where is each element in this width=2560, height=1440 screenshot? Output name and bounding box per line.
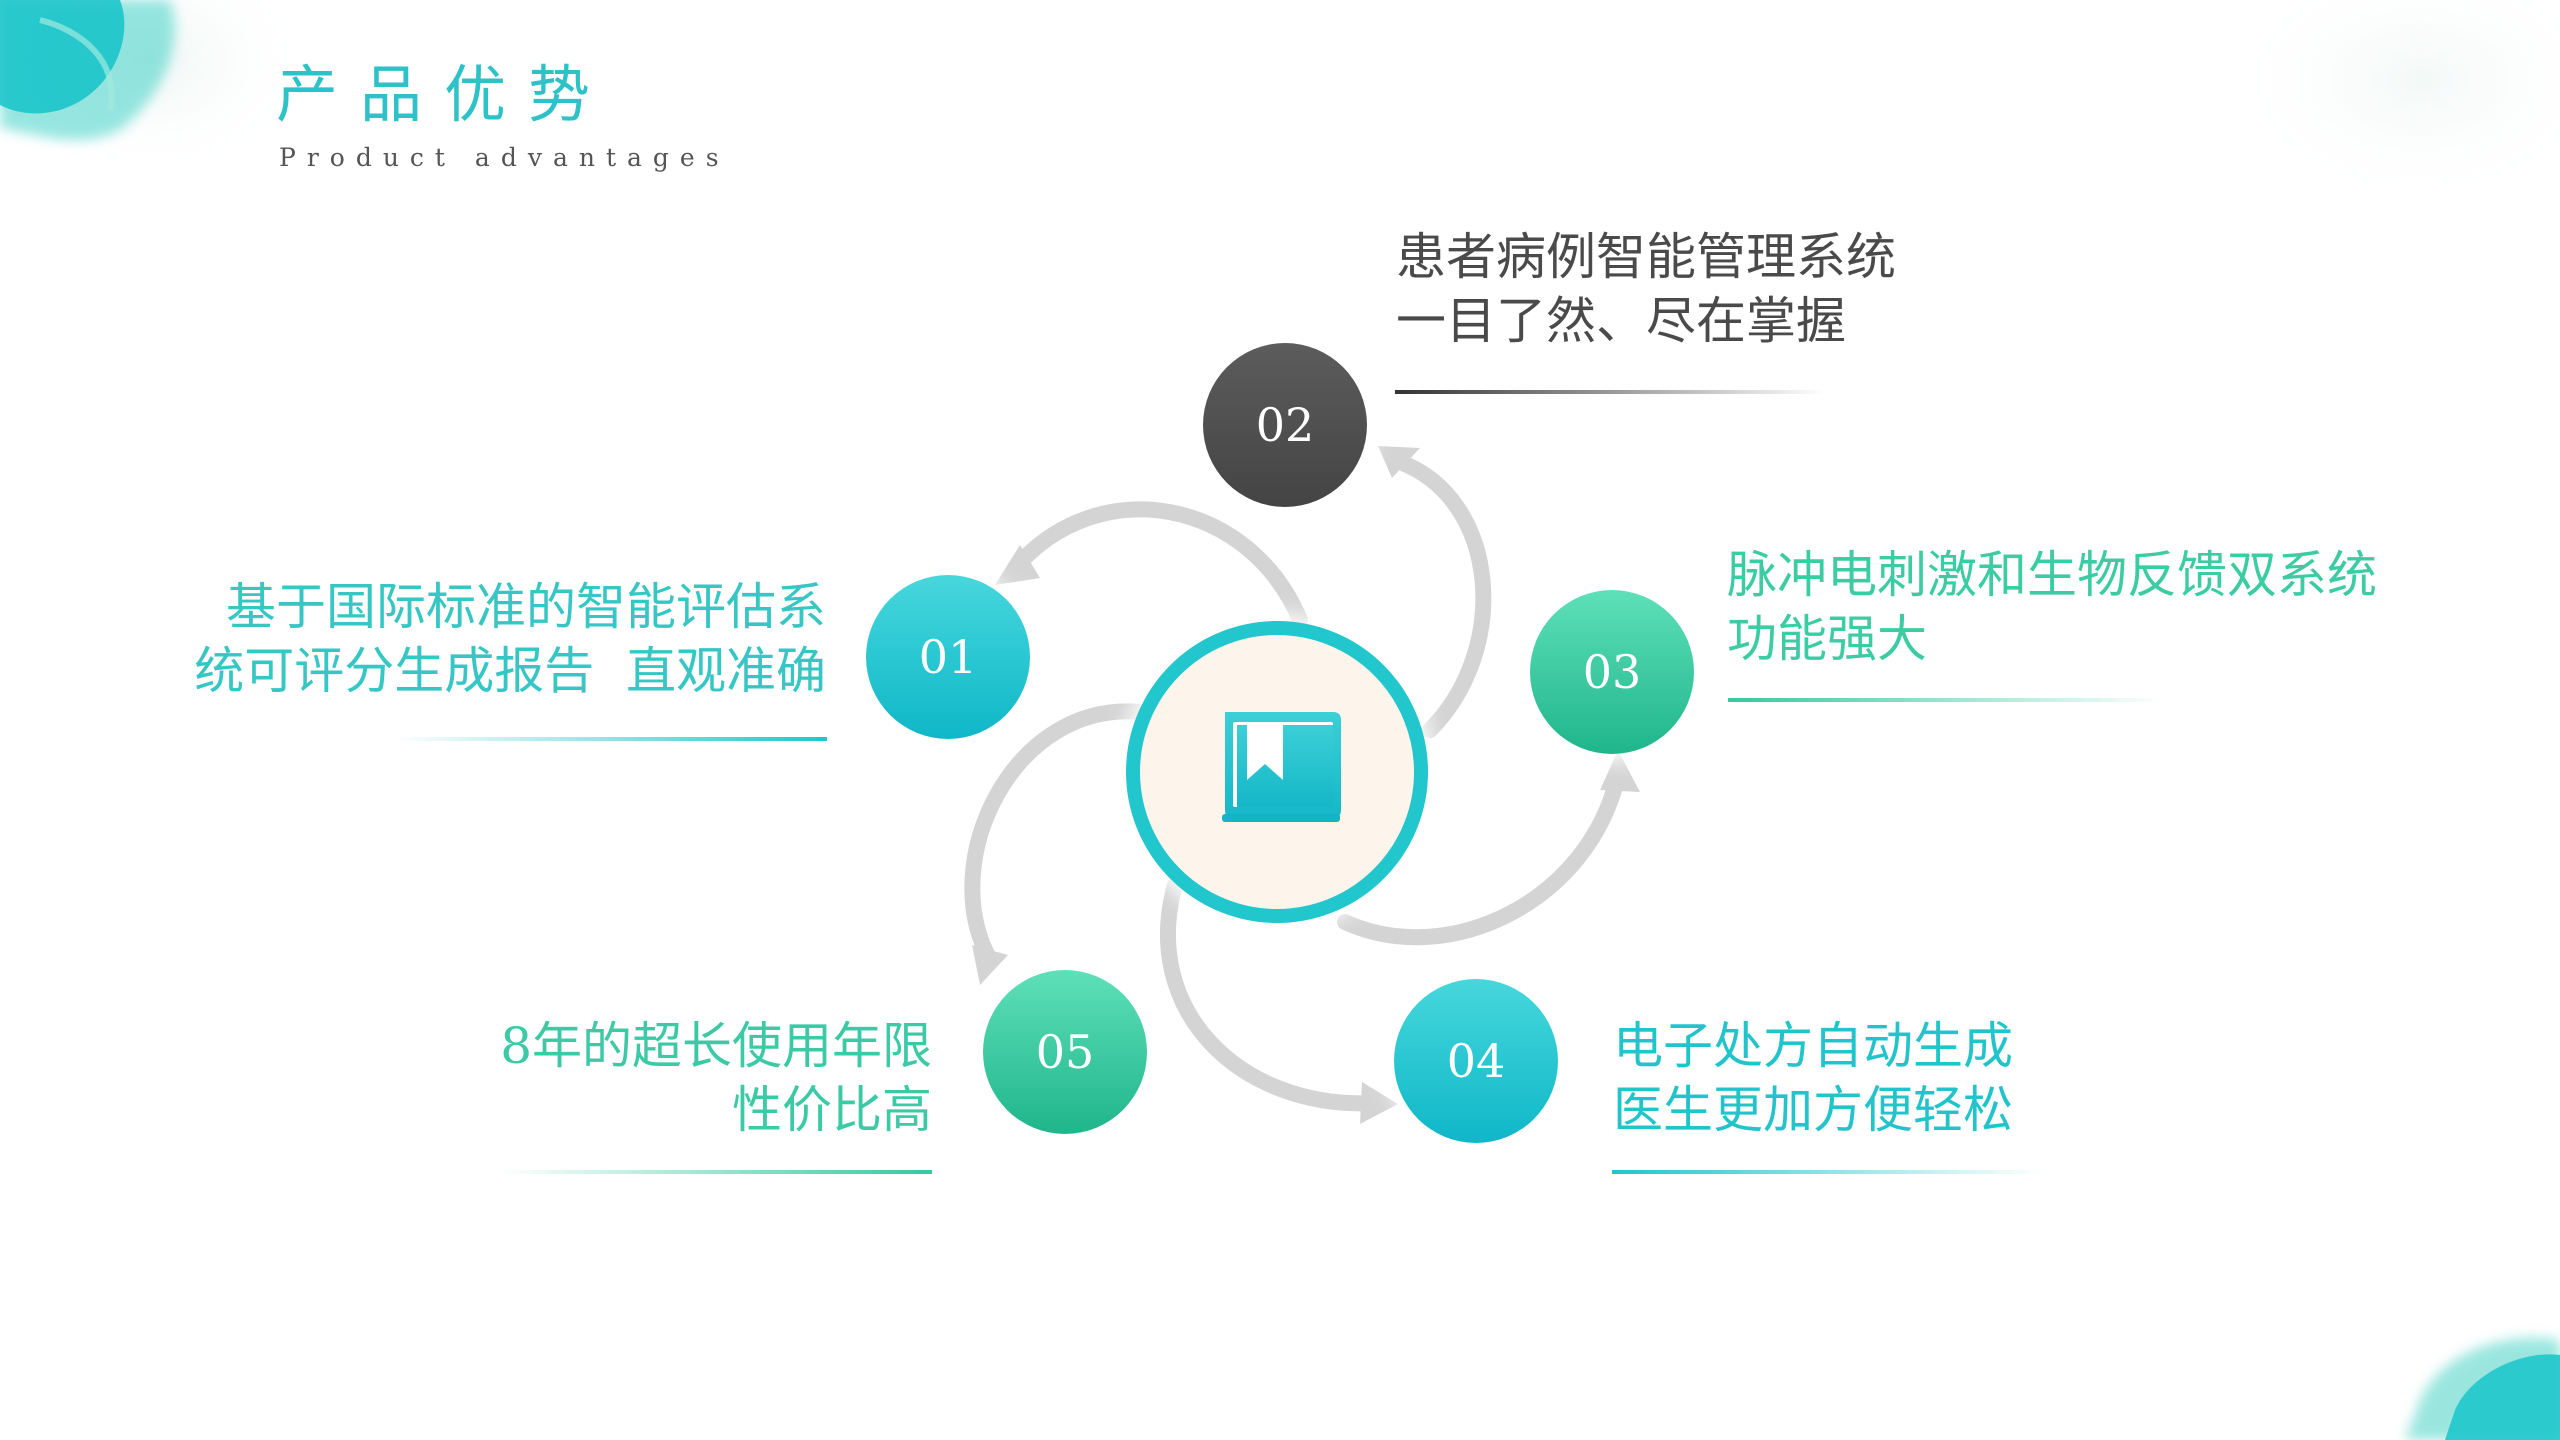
advantage-01-line-1: 基于国际标准的智能评估系 [226, 578, 826, 636]
corner-decoration-bottom-right [2405, 1337, 2560, 1440]
advantage-03-text: 脉冲电刺激和生物反馈双系统 功能强大 [1727, 544, 2377, 671]
advantage-02-line-2: 一目了然、尽在掌握 [1396, 291, 1846, 350]
arrowhead-05 [972, 945, 1008, 985]
arrow-center-to-04 [1159, 877, 1383, 1112]
arrowhead-04 [1360, 1082, 1398, 1124]
corner-decoration-top-left [0, 0, 310, 180]
arrowhead-02 [1378, 446, 1420, 478]
advantage-04-line-2: 医生更加方便轻松 [1613, 1080, 2013, 1139]
arrow-center-to-03 [1337, 767, 1626, 946]
node-04 [1386, 971, 1566, 1151]
corner-decoration-top-right [2220, 0, 2560, 210]
cycle-arrows [964, 454, 1626, 1112]
center-hub [1119, 614, 1435, 930]
node-04-number: 04 [1446, 1034, 1506, 1088]
underline-04 [1612, 1170, 2042, 1174]
advantage-03-line-1: 脉冲电刺激和生物反馈双系统 [1727, 546, 2377, 604]
advantage-04-text: 电子处方自动生成 医生更加方便轻松 [1613, 1015, 2013, 1142]
advantage-05-line-2: 性价比高 [732, 1080, 932, 1139]
arrow-center-to-01 [1007, 501, 1308, 628]
node-01 [858, 567, 1038, 747]
underline-05 [500, 1170, 932, 1174]
advantage-04-line-1: 电子处方自动生成 [1613, 1017, 2013, 1075]
underline-02 [1395, 390, 1825, 394]
arrow-heads [972, 446, 1640, 1124]
node-01-number: 01 [918, 630, 978, 684]
arrowhead-01 [995, 545, 1040, 585]
node-02-number: 02 [1255, 398, 1315, 452]
node-03 [1522, 582, 1702, 762]
arrow-center-to-02 [1392, 454, 1492, 738]
node-05-number: 05 [1035, 1025, 1095, 1079]
arrow-center-to-05 [964, 703, 1148, 968]
advantage-05-line-1: 8年的超长使用年限 [500, 1017, 932, 1075]
page-subtitle: Product advantages [279, 143, 730, 172]
advantage-05-text: 8年的超长使用年限 性价比高 [500, 1015, 932, 1142]
advantage-01-line-2: 统可评分生成报告 直观准确 [194, 641, 826, 700]
arrowhead-03 [1600, 750, 1640, 792]
advantage-01-text: 基于国际标准的智能评估系 统可评分生成报告 直观准确 [194, 576, 826, 703]
advantage-02-text: 患者病例智能管理系统 一目了然、尽在掌握 [1396, 226, 1896, 353]
advantage-02-line-1: 患者病例智能管理系统 [1396, 228, 1896, 286]
underline-01 [395, 737, 827, 741]
node-05 [975, 962, 1155, 1142]
advantage-03-line-2: 功能强大 [1727, 609, 1927, 668]
node-02 [1195, 335, 1375, 515]
page-title: 产品优势 [276, 58, 613, 131]
book-bookmark-icon [1222, 712, 1341, 822]
node-03-number: 03 [1582, 645, 1642, 699]
underline-03 [1728, 698, 2166, 702]
